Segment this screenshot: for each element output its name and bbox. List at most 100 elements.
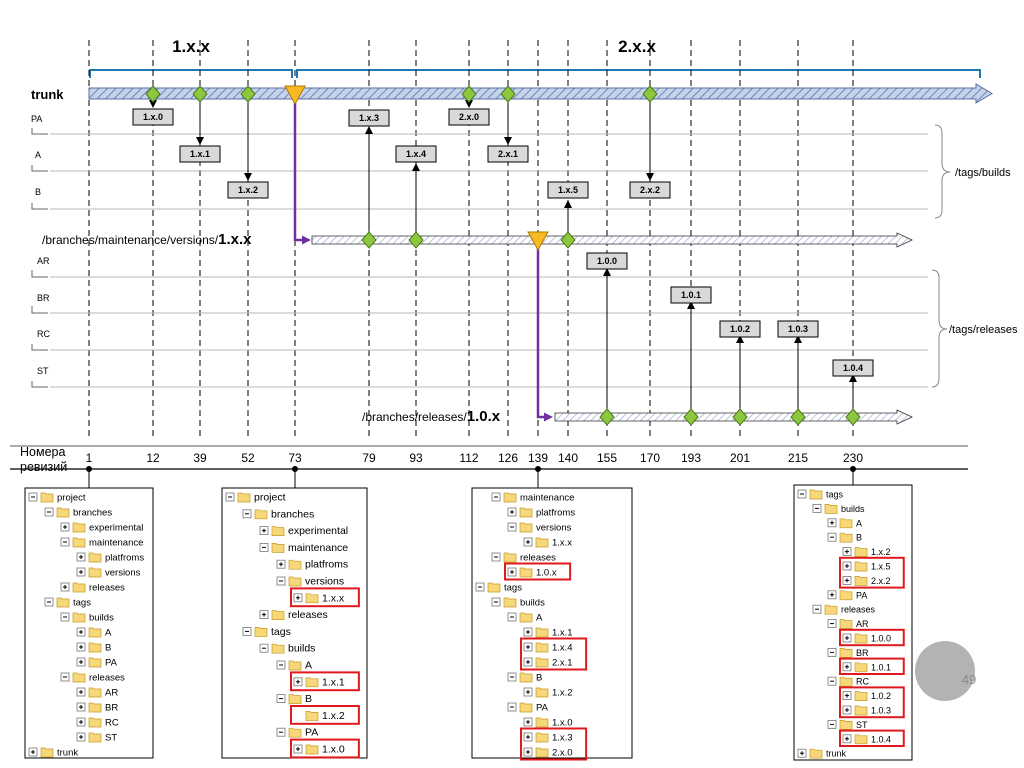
tree-node[interactable]: BR: [827, 648, 869, 658]
commit-diamond: [192, 85, 208, 103]
tree-node[interactable]: B: [827, 533, 862, 543]
tree-node[interactable]: 2.x.0: [523, 748, 573, 759]
tree-node[interactable]: project: [28, 493, 86, 504]
tree-node[interactable]: platfroms: [276, 559, 348, 571]
tree-node[interactable]: 1.x.1: [523, 628, 573, 639]
tree-node[interactable]: releases: [259, 609, 328, 621]
tag-box-1x2: 1.x.2: [227, 181, 269, 199]
tree-node[interactable]: 1.x.x: [523, 538, 572, 549]
tree-node[interactable]: releases: [491, 553, 556, 564]
commit-diamond: [361, 231, 377, 249]
folder-icon: [72, 672, 86, 683]
tree-node[interactable]: AR: [76, 688, 118, 699]
tree-node[interactable]: releases: [60, 672, 125, 684]
folder-icon: [809, 489, 823, 500]
tree-node[interactable]: A: [76, 628, 112, 639]
tree-node[interactable]: 2.x.1: [523, 658, 573, 669]
tree-node[interactable]: trunk: [28, 748, 78, 759]
tag-box-1x0: 1.x.0: [132, 108, 174, 126]
folder-trees: project branches experimental maintenance pl…: [24, 484, 913, 761]
tree-node[interactable]: builds: [259, 643, 315, 655]
commit-diamond: [240, 85, 256, 103]
tree-node[interactable]: PA: [507, 703, 549, 714]
tree-node[interactable]: 1.0.1: [842, 662, 891, 672]
tree-node[interactable]: versions: [276, 576, 344, 588]
tree-node-label: 1.0.4: [871, 734, 891, 744]
tree-node-label: AR: [856, 619, 869, 629]
tree-node[interactable]: 1.x.0: [523, 718, 573, 729]
tree-node[interactable]: 1.x.5: [842, 562, 891, 572]
tree-node[interactable]: 1.x.0: [293, 744, 345, 756]
tree-node[interactable]: B: [76, 643, 111, 654]
tree-node[interactable]: 1.x.2: [523, 688, 573, 699]
tag-box-1x4: 1.x.4: [395, 145, 437, 163]
tree-node[interactable]: 1.x.4: [523, 643, 573, 654]
tree-node[interactable]: maintenance: [60, 537, 143, 549]
tree-node[interactable]: builds: [491, 598, 545, 609]
tree-node[interactable]: tags: [797, 489, 844, 500]
tree-node[interactable]: B: [507, 673, 542, 684]
tree-node[interactable]: branches: [242, 508, 314, 520]
tree-node-label: releases: [89, 583, 125, 594]
tree-node[interactable]: builds: [812, 504, 865, 514]
tree-node[interactable]: RC: [76, 718, 119, 729]
tree-node[interactable]: B: [276, 693, 312, 705]
tree-node[interactable]: RC: [827, 677, 869, 687]
tree-node[interactable]: platfroms: [507, 508, 575, 519]
tree-node[interactable]: branches: [44, 508, 112, 519]
tree-node-label: 1.x.2: [322, 710, 345, 722]
tree-node[interactable]: 1.x.x: [293, 592, 345, 604]
tree-node[interactable]: project: [225, 492, 286, 504]
tree-node-label: platfroms: [536, 508, 575, 519]
tree-node[interactable]: 1.0.0: [842, 634, 891, 644]
tree-connectors: [86, 466, 856, 488]
tree-node[interactable]: 1.x.3: [523, 733, 573, 744]
commit-diamond: [560, 231, 576, 249]
tree-node[interactable]: experimental: [259, 525, 348, 537]
group-braces: [931, 124, 951, 388]
tree-node[interactable]: versions: [76, 568, 141, 579]
tree-node[interactable]: PA: [827, 590, 867, 601]
tree-node-label: 1.x.5: [871, 562, 891, 572]
folder-icon: [72, 537, 86, 548]
tree-node[interactable]: AR: [827, 619, 869, 629]
tree-node[interactable]: BR: [76, 703, 118, 714]
svg-text:1.x.0: 1.x.0: [143, 112, 163, 122]
tree-node[interactable]: experimental: [60, 523, 143, 534]
tree-node[interactable]: A: [827, 518, 862, 528]
tree-node[interactable]: builds: [60, 613, 114, 624]
branch-point-triangle: [284, 85, 306, 106]
tree-node[interactable]: PA: [276, 727, 318, 739]
folder-icon: [237, 492, 251, 503]
tree-node[interactable]: tags: [44, 598, 91, 609]
folder-icon: [839, 590, 853, 601]
tree-node[interactable]: trunk: [797, 749, 847, 759]
tree-node[interactable]: releases: [60, 583, 125, 594]
tree-node[interactable]: A: [507, 613, 543, 624]
tree-node[interactable]: PA: [76, 658, 118, 669]
tree-node[interactable]: ST: [827, 720, 868, 730]
tree-node[interactable]: 1.x.1: [293, 676, 345, 688]
tree-node[interactable]: tags: [242, 626, 291, 638]
tree-node[interactable]: versions: [507, 523, 572, 534]
folder-icon: [254, 509, 268, 520]
tree-node[interactable]: 1.0.2: [842, 691, 891, 701]
tree-node[interactable]: 1.0.4: [842, 734, 891, 744]
tree-node[interactable]: platfroms: [76, 553, 144, 564]
tree-node[interactable]: releases: [812, 605, 876, 615]
tree-node[interactable]: 2.x.2: [842, 576, 891, 586]
tree-node[interactable]: ST: [76, 733, 117, 744]
tree-node[interactable]: 1.0.3: [842, 706, 891, 716]
tree-node[interactable]: 1.0.x: [507, 568, 557, 579]
tree-node[interactable]: 1.x.2: [305, 710, 345, 722]
tree-node[interactable]: A: [276, 660, 312, 672]
tree-node[interactable]: maintenance: [259, 542, 348, 554]
folder-icon: [271, 526, 285, 536]
tree-node[interactable]: maintenance: [491, 493, 574, 504]
folder-icon: [305, 677, 319, 688]
maintenance-branch-line: [311, 232, 913, 248]
tree-node[interactable]: 1.x.2: [842, 547, 891, 557]
tree-node[interactable]: tags: [475, 583, 522, 594]
tree-node-label: BR: [105, 703, 118, 714]
highlight-box: [839, 556, 905, 589]
